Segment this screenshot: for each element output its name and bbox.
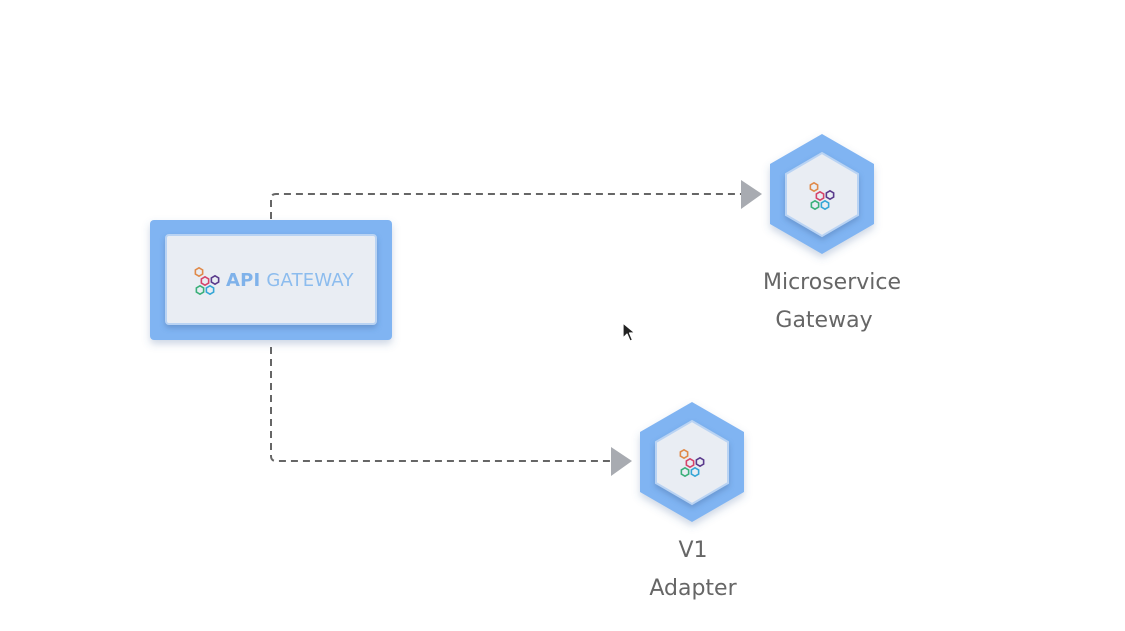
arrowhead-icon — [741, 180, 762, 209]
v1-adapter-label: V1 Adapter — [603, 532, 783, 608]
v1-adapter-label-line2: Adapter — [649, 576, 737, 601]
node-api-gateway[interactable] — [150, 220, 392, 340]
api-gateway-logo-rest: GATEWAY — [260, 270, 354, 291]
edge-api-to-microservice — [270, 180, 762, 219]
mouse-pointer-icon — [622, 322, 636, 342]
v1-adapter-label-line1: V1 — [678, 538, 708, 563]
arrowhead-icon — [611, 447, 632, 476]
microservice-gateway-label-line1: Microservice — [762, 270, 901, 295]
api-gateway-logo-bold: API — [226, 270, 261, 291]
node-microservice-gateway[interactable] — [770, 134, 874, 254]
edge-api-to-v1-adapter — [270, 347, 632, 476]
node-v1-adapter[interactable] — [640, 402, 744, 522]
microservice-gateway-label-line2: Gateway — [775, 308, 873, 333]
api-gateway-logo-text: API GATEWAY — [226, 270, 354, 291]
microservice-gateway-label: Microservice Gateway — [742, 264, 922, 340]
